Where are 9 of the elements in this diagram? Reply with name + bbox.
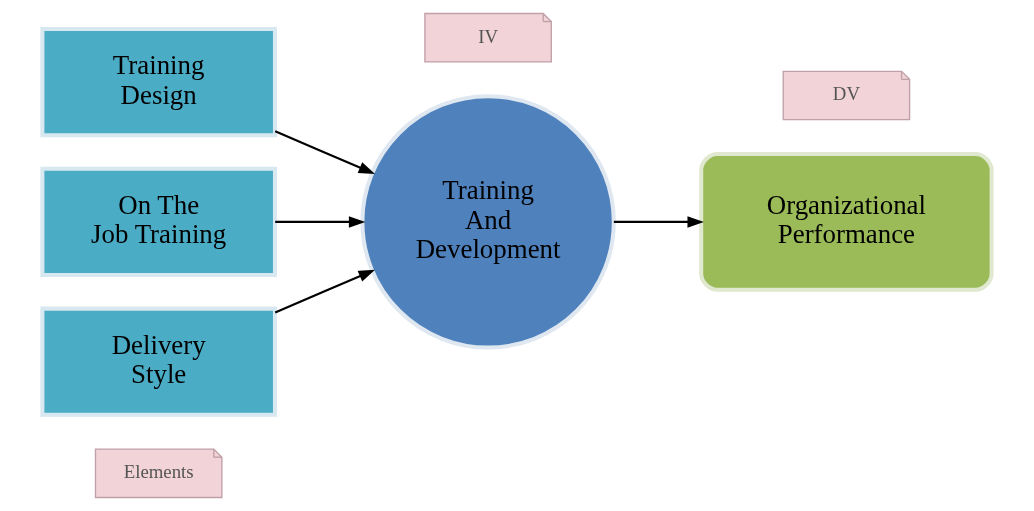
node-box: On The Job Training <box>40 166 277 277</box>
arrow <box>274 269 376 314</box>
arrow <box>275 216 366 228</box>
node-circle: Training And Development <box>360 94 616 350</box>
arrow <box>274 130 376 175</box>
node-box: Delivery Style <box>40 306 277 417</box>
arrow <box>613 216 704 228</box>
node-box: Organizational Performance <box>699 151 994 292</box>
node-box: Training Design <box>40 26 277 138</box>
